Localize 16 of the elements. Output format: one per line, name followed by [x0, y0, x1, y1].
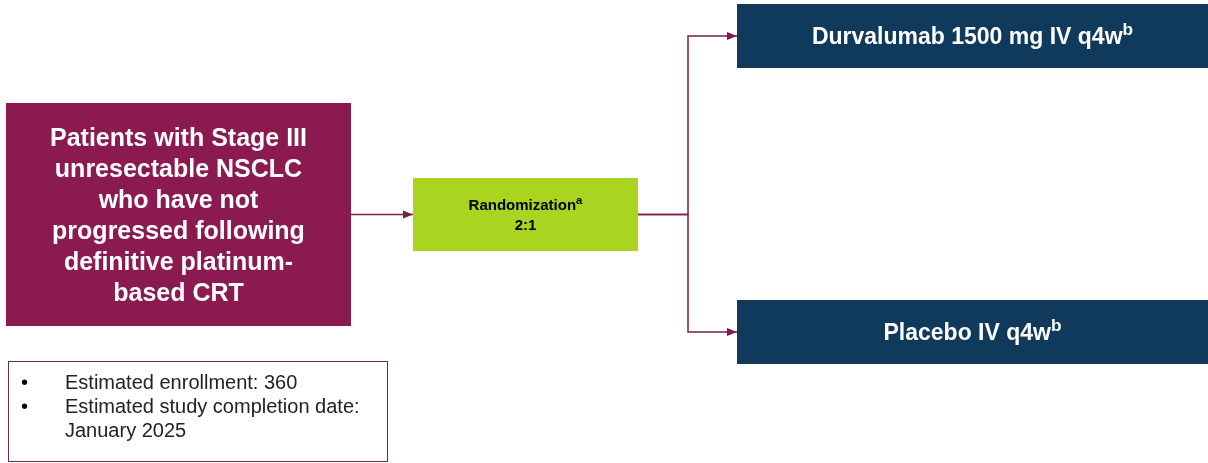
box-label: 2:1: [514, 214, 537, 235]
arrow: [637, 213, 738, 337]
bullet: •: [21, 394, 28, 418]
treatment-arm-box: [737, 300, 1208, 364]
note-item: Estimated study completion date: January 2025: [65, 395, 360, 441]
arrow: [350, 210, 414, 219]
box-label: Randomization$^{a}$: [468, 194, 583, 215]
population-box: [6, 103, 351, 326]
randomization-box: [413, 178, 638, 251]
note-item: Estimated enrollment: 360: [65, 371, 298, 393]
box-label: Patients with Stage III unresectable NSCLC who have not progressed following definitive platinum-based CRT: [49, 121, 308, 308]
note-box: [8, 361, 388, 462]
bullet: •: [21, 370, 28, 394]
box-label: Durvalumab 1500 mg IV q4w$^{b}$: [811, 18, 1134, 51]
treatment-arm-box: [737, 4, 1208, 68]
box-label: Placebo IV q4w$^{b}$: [883, 314, 1062, 347]
